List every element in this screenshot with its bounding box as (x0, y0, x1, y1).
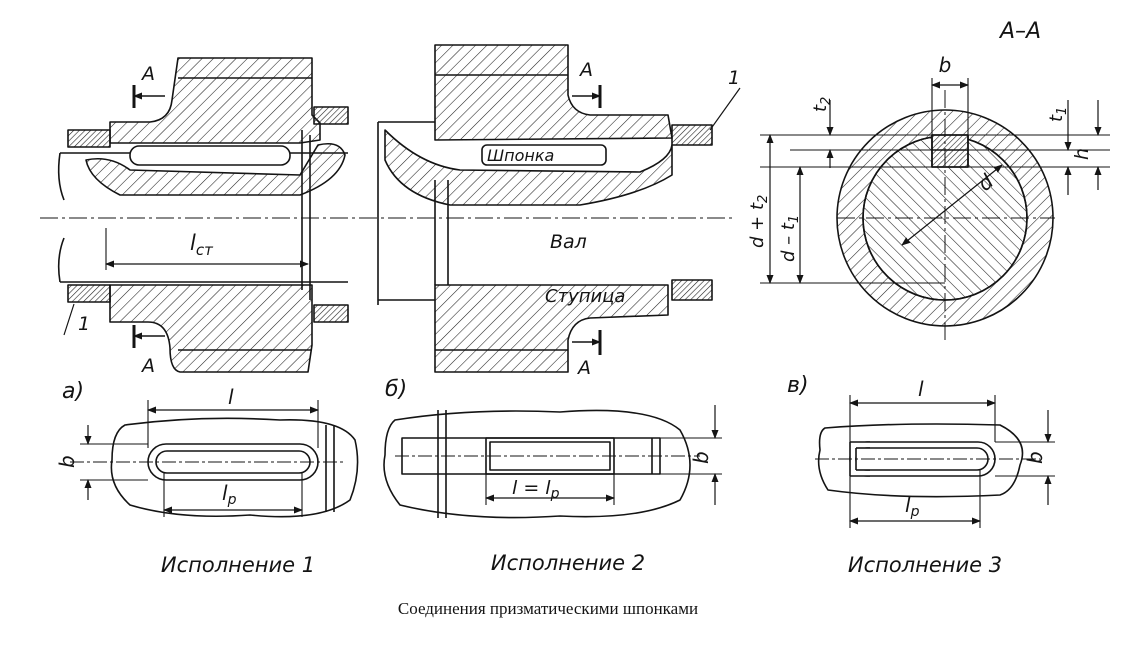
label-variant-a: а) (62, 379, 84, 404)
variant-1-drawing (70, 400, 359, 518)
section-title: А–А (998, 19, 1041, 44)
hub-upper-2 (434, 44, 673, 141)
shaft-break-1 (110, 417, 359, 518)
label-l-1: l (228, 385, 234, 409)
label-stupica: Ступица (545, 286, 625, 307)
label-variant-b: б) (385, 377, 407, 402)
collar-bottom-2 (671, 279, 713, 301)
variant-2-drawing (383, 405, 722, 519)
ring-bottom-1 (313, 304, 349, 323)
label-a-bottom-1: А (140, 355, 155, 377)
label-l-st: lст (190, 231, 214, 259)
label-shponka: Шпонка (487, 146, 554, 165)
ring-top-1 (313, 106, 349, 125)
shaft-cutout-1 (85, 142, 346, 196)
key-1 (129, 145, 291, 166)
assembly-view-2 (377, 44, 741, 373)
shaft-break-2 (383, 409, 691, 519)
assembly-view-1 (57, 57, 349, 373)
collar-top-2 (671, 124, 713, 146)
label-val: Вал (550, 231, 587, 253)
label-h: h (1071, 148, 1093, 160)
variant-3-drawing (815, 395, 1055, 528)
label-lp-3: lp (905, 493, 920, 520)
label-lp-1: lp (222, 481, 237, 508)
label-t1: t1 (1046, 107, 1070, 122)
collar-top-1 (67, 129, 111, 148)
hub-lower-1 (109, 284, 313, 373)
shaft-cutout-2 (384, 129, 673, 206)
extension-lines (760, 134, 1110, 284)
label-l-eq-lp: l = lp (512, 477, 560, 502)
figure-caption: Соединения призматическими шпонками (398, 599, 698, 618)
label-l-3: l (918, 377, 924, 401)
label-t2: t2 (810, 97, 834, 112)
variant-name-2: Исполнение 2 (491, 551, 645, 575)
section-a-a (760, 78, 1110, 340)
label-b-section: b (939, 53, 952, 77)
label-a-top-2: А (578, 59, 593, 81)
label-part-1-left: 1 (78, 313, 90, 335)
label-variant-v: в) (787, 373, 809, 398)
label-b-1: b (55, 455, 79, 468)
shaft-break-3 (817, 423, 1024, 498)
label-b-3: b (1023, 451, 1047, 464)
variant-name-1: Исполнение 1 (161, 553, 315, 577)
collar-bottom-1 (67, 284, 111, 303)
label-d-minus-t1: d – t1 (778, 215, 802, 262)
label-part-1-right: 1 (728, 67, 740, 89)
label-d-plus-t2: d + t2 (747, 195, 771, 248)
variant-name-3: Исполнение 3 (848, 553, 1002, 577)
key-slot-inner-3 (855, 447, 989, 471)
label-a-top-1: А (140, 63, 155, 85)
label-b-2: b (689, 451, 713, 464)
key-2 (481, 144, 607, 166)
hub-upper-1 (109, 57, 321, 144)
label-a-bottom-2: А (576, 357, 591, 379)
